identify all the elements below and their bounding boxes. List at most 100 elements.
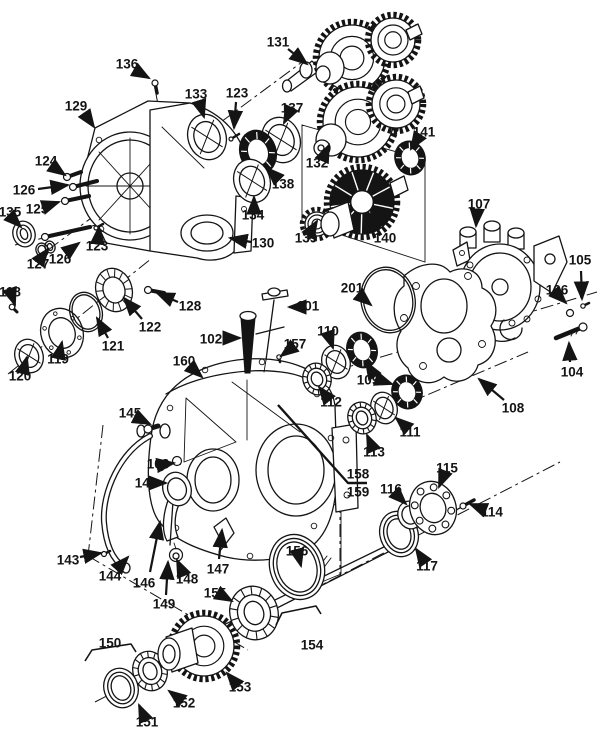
callout-arrow-114 xyxy=(467,502,490,518)
callout-arrow-139 xyxy=(301,219,319,241)
bracket-150 xyxy=(84,643,137,662)
callout-label-140: 140 xyxy=(374,231,397,246)
callout-arrow-153 xyxy=(225,671,245,692)
callout-arrow-140 xyxy=(369,209,386,232)
callout-arrow-156 xyxy=(289,547,305,569)
callout-label-201: 201 xyxy=(341,281,364,296)
part-ring-155 xyxy=(229,585,279,641)
callout-label-104: 104 xyxy=(561,365,584,380)
part-ring-151 xyxy=(103,667,139,709)
callout-arrow-123 xyxy=(227,101,244,131)
part-160-main-case xyxy=(147,358,359,561)
callout-arrow-160 xyxy=(183,359,204,379)
callout-label-131: 131 xyxy=(267,35,290,50)
part-ring-109-b xyxy=(391,374,423,410)
part-ring-109-a xyxy=(346,331,378,369)
callout-label-132: 132 xyxy=(306,156,329,171)
callout-label-148: 148 xyxy=(176,572,199,587)
leader-158-159 xyxy=(277,404,367,485)
part-fastener-145-plug xyxy=(143,423,161,434)
callout-label-159: 159 xyxy=(347,485,370,500)
callout-label-125: 125 xyxy=(26,202,49,217)
callout-label-141: 141 xyxy=(413,125,436,140)
callout-arrow-108 xyxy=(477,377,505,401)
part-148-cam-detail xyxy=(172,542,180,560)
part-ring-142 xyxy=(162,471,192,507)
part-ring-141 xyxy=(394,140,426,176)
callout-label-137: 137 xyxy=(281,101,304,116)
callout-arrow-129 xyxy=(77,108,96,129)
callout-arrow-126 xyxy=(37,179,71,195)
callout-arrow-124 xyxy=(46,158,67,177)
callout-arrow-147 xyxy=(212,527,228,560)
callout-label-107: 107 xyxy=(468,197,491,212)
callout-arrow-117 xyxy=(414,547,433,568)
callout-label-106: 106 xyxy=(546,283,569,298)
callout-label-116: 116 xyxy=(380,482,402,497)
callout-label-115: 115 xyxy=(436,461,458,476)
callout-label-121: 121 xyxy=(102,339,125,354)
callout-label-152: 152 xyxy=(173,696,196,711)
part-131-input-shaft xyxy=(281,60,321,93)
callout-label-127: 127 xyxy=(27,257,50,272)
callout-label-109: 109 xyxy=(357,373,380,388)
part-fastener-126-rod xyxy=(40,225,92,242)
part-fastener-106-nut xyxy=(565,308,575,318)
part-108-gasket xyxy=(393,263,497,384)
part-fastener-114-stud xyxy=(459,498,476,510)
callout-arrow-132 xyxy=(314,142,331,165)
part-fastener-124-bolt xyxy=(62,170,83,182)
callout-label-160: 160 xyxy=(173,354,196,369)
callout-label-103: 103 xyxy=(147,457,170,472)
callout-label-119: 119 xyxy=(47,352,69,367)
part-ring-121 xyxy=(68,291,104,333)
callout-label-149: 149 xyxy=(153,597,176,612)
part-153-hub xyxy=(157,627,199,673)
callout-label-118: 118 xyxy=(0,285,21,300)
part-fastener-103-plug xyxy=(171,455,183,467)
callout-label-133: 133 xyxy=(185,87,208,102)
callout-label-123: 123 xyxy=(226,86,249,101)
part-ring-133 xyxy=(186,113,228,161)
callout-label-145: 145 xyxy=(119,406,142,421)
part-107-snap-ring xyxy=(499,319,523,341)
callout-label-126: 126 xyxy=(13,183,36,198)
callout-label-143: 143 xyxy=(57,553,80,568)
callout-label-110: 110 xyxy=(317,324,339,339)
callout-arrow-152 xyxy=(167,689,188,708)
callout-arrow-135 xyxy=(3,209,23,229)
part-ring-113 xyxy=(347,401,377,435)
part-fastener-118-screw xyxy=(8,303,19,314)
part-fastener-104-bolt xyxy=(553,322,588,341)
callout-label-135: 135 xyxy=(0,205,22,220)
callout-label-129: 129 xyxy=(65,99,88,114)
part-140-hub xyxy=(320,175,409,239)
callout-arrow-138 xyxy=(265,166,285,186)
part-fastener-136-bolt xyxy=(151,79,159,95)
callout-arrow-125 xyxy=(39,200,62,215)
callout-label-108: 108 xyxy=(502,401,525,416)
callout-arrow-128 xyxy=(154,291,179,308)
callout-arrow-143 xyxy=(79,548,104,564)
callout-label-130: 130 xyxy=(252,236,275,251)
callout-arrow-201 xyxy=(352,287,373,307)
callout-label-101: 101 xyxy=(297,299,320,314)
callout-label-142: 142 xyxy=(135,476,158,491)
part-102-filler-tube xyxy=(239,310,257,374)
callout-label-117: 117 xyxy=(416,559,438,574)
callout-arrow-151 xyxy=(137,702,154,725)
callout-label-155: 155 xyxy=(204,586,227,601)
callout-arrow-136 xyxy=(129,62,151,80)
callout-arrow-109-1 xyxy=(364,360,382,382)
callout-arrow-149 xyxy=(159,559,175,596)
callout-arrow-157 xyxy=(279,339,300,358)
callout-arrow-144 xyxy=(110,555,130,576)
callout-arrow-122 xyxy=(122,296,143,320)
callout-label-124: 124 xyxy=(35,154,58,169)
part-fastener-105-screw xyxy=(580,301,591,309)
callout-arrow-106 xyxy=(548,285,568,305)
callout-label-136: 136 xyxy=(116,57,139,72)
part-ring-122 xyxy=(94,267,134,313)
callout-arrow-107 xyxy=(469,207,485,229)
callout-label-156: 156 xyxy=(286,544,309,559)
